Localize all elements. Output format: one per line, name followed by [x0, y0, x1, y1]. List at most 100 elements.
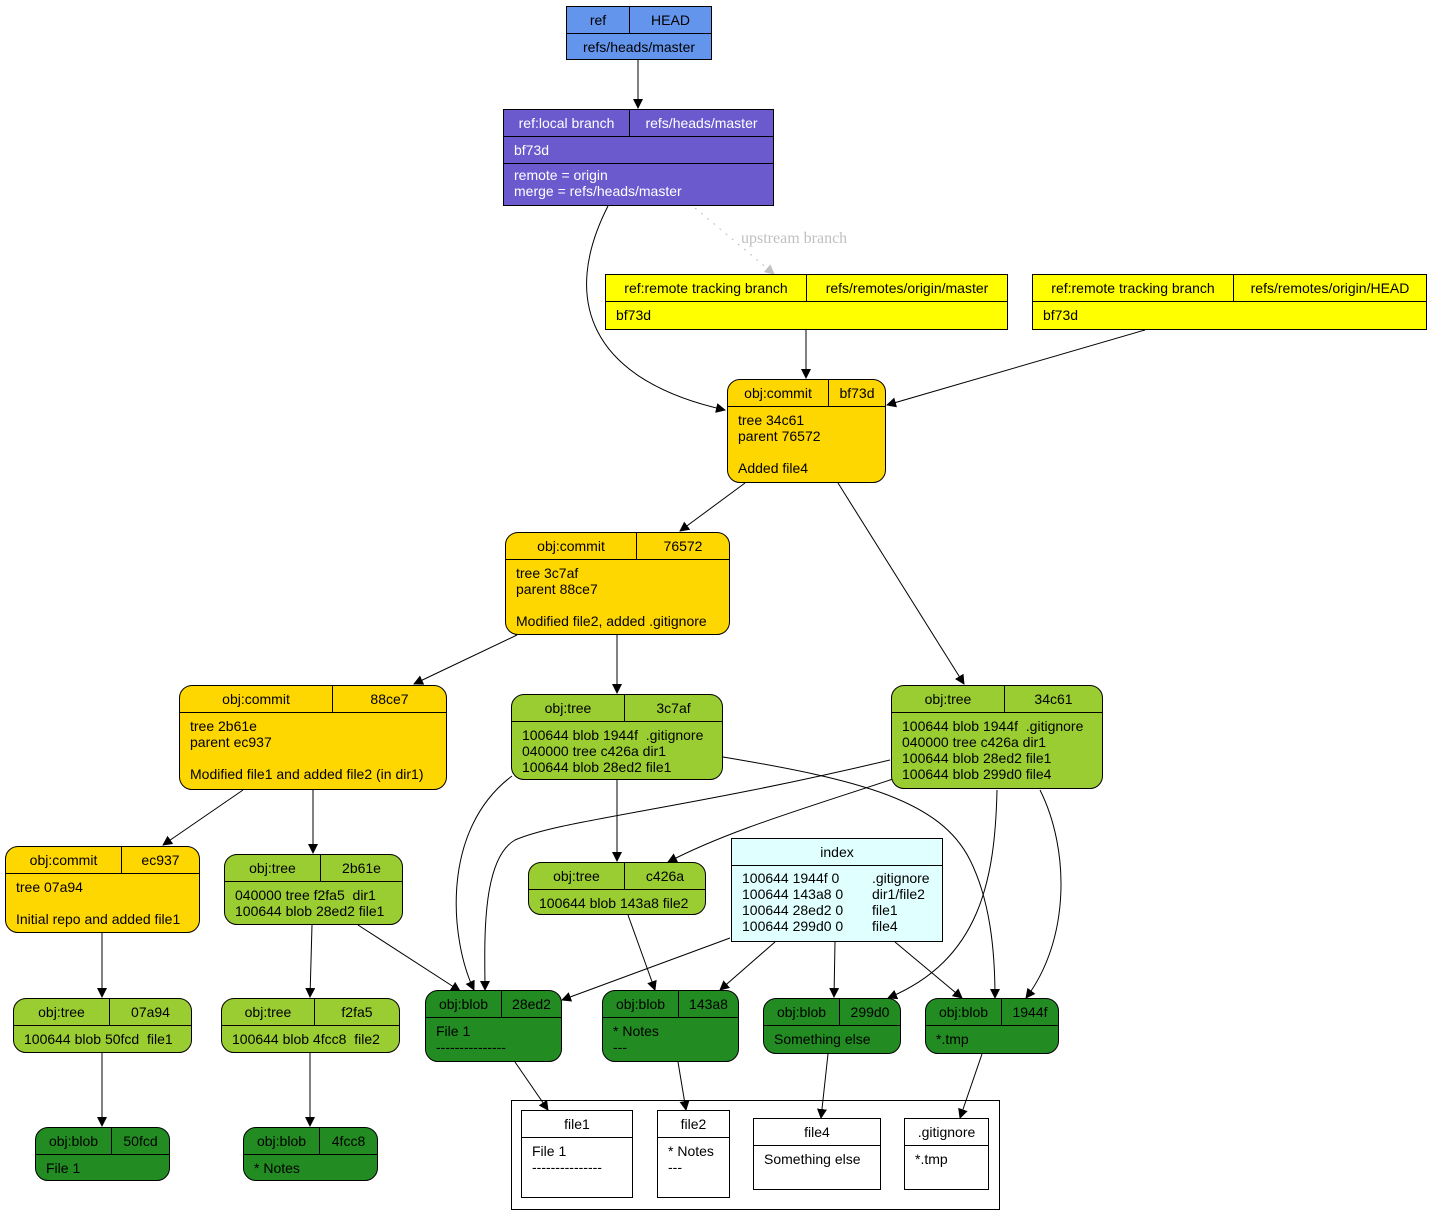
- edge-88ce7-to-ec937: [162, 789, 244, 846]
- tree-f2fa5-label: obj:tree: [244, 1004, 292, 1020]
- upstream-edge-label: upstream branch: [741, 230, 848, 247]
- local-branch-name: refs/heads/master: [629, 110, 773, 136]
- blob-1944f-hash: 1944f: [1001, 999, 1058, 1025]
- commit-76572-body: tree 3c7af parent 88ce7 Modified file2, …: [516, 565, 707, 629]
- edge-index-to-blob-299d0: [829, 941, 840, 998]
- index-path: .gitignore: [872, 870, 930, 886]
- blob-143a8-node[interactable]: obj:blob 143a8 * Notes ---: [602, 990, 739, 1062]
- head-ref-label: ref: [589, 12, 607, 28]
- remote-master-hash: bf73d: [616, 307, 652, 323]
- gitignore-node[interactable]: .gitignore *.tmp: [904, 1118, 989, 1190]
- edge-blob-143a8-to-file2: [677, 1061, 690, 1111]
- local-branch-label: ref:local branch: [518, 115, 615, 131]
- gitignore-content: *.tmp: [915, 1151, 948, 1167]
- blob-299d0-content: Something else: [774, 1031, 871, 1047]
- file4-node[interactable]: file4 Something else: [753, 1118, 881, 1190]
- head-ref-node[interactable]: ref HEAD refs/heads/master: [566, 6, 712, 60]
- blob-28ed2-hash: 28ed2: [501, 991, 561, 1017]
- edge-remote-head-to-commit: [886, 329, 1146, 408]
- edge-34c61-to-blob-1944f: [1025, 789, 1062, 999]
- tree-2b61e-label: obj:tree: [249, 860, 296, 876]
- index-node[interactable]: index 100644 1944f 0.gitignore 100644 14…: [731, 838, 943, 942]
- index-entry: 100644 143a8 0: [742, 886, 844, 902]
- edge-2b61e-to-blob-28ed2: [357, 924, 461, 992]
- tree-07a94-label: obj:tree: [38, 1004, 85, 1020]
- tree-34c61-body: 100644 blob 1944f .gitignore 040000 tree…: [902, 718, 1084, 782]
- edge-index-to-blob-143a8: [719, 941, 776, 991]
- tree-07a94-hash: 07a94: [109, 999, 191, 1025]
- tree-c426a-body: 100644 blob 143a8 file2: [539, 895, 689, 911]
- remote-master-label: ref:remote tracking branch: [624, 280, 788, 296]
- edge-76572-to-88ce7: [413, 634, 518, 685]
- remote-head-hash: bf73d: [1043, 307, 1079, 323]
- edge-upstream-branch: [694, 207, 775, 275]
- file1-name: file1: [564, 1116, 590, 1132]
- remote-head-name: refs/remotes/origin/HEAD: [1233, 275, 1426, 301]
- edge-index-to-blob-28ed2: [561, 937, 731, 1002]
- file1-node[interactable]: file1 File 1 ---------------: [521, 1110, 633, 1198]
- commit-ec937-hash: ec937: [121, 847, 199, 873]
- file2-content: * Notes ---: [668, 1143, 714, 1175]
- edge-blob-299d0-to-file4: [817, 1053, 829, 1119]
- index-entry: 100644 299d0 0: [742, 918, 844, 934]
- blob-50fcd-content: File 1: [46, 1160, 81, 1176]
- blob-143a8-label: obj:blob: [615, 996, 666, 1012]
- edge-2b61e-to-f2fa5: [305, 924, 316, 998]
- file1-content: File 1 ---------------: [532, 1143, 602, 1175]
- blob-4fcc8-node[interactable]: obj:blob 4fcc8 * Notes: [243, 1127, 378, 1181]
- index-path: dir1/file2: [872, 886, 925, 902]
- tree-34c61-node[interactable]: obj:tree 34c61 100644 blob 1944f .gitigno…: [891, 685, 1103, 789]
- tree-f2fa5-hash: f2fa5: [314, 999, 399, 1025]
- edge-c426a-to-blob-143a8: [627, 914, 657, 991]
- head-ref-target: refs/heads/master: [582, 39, 696, 55]
- index-path: file4: [872, 918, 898, 934]
- tree-34c61-hash: 34c61: [1004, 686, 1102, 712]
- blob-143a8-content: * Notes ---: [613, 1023, 659, 1055]
- file2-node[interactable]: file2 * Notes ---: [657, 1110, 730, 1198]
- tree-34c61-label: obj:tree: [924, 691, 972, 707]
- commit-ec937-body: tree 07a94 Initial repo and added file1: [16, 879, 181, 927]
- tree-2b61e-body: 040000 tree f2fa5 dir1 100644 blob 28ed2…: [235, 887, 385, 919]
- commit-88ce7-label: obj:commit: [222, 691, 290, 707]
- file2-name: file2: [680, 1116, 707, 1132]
- edge-blob-28ed2-to-file1: [514, 1061, 549, 1111]
- edge-34c61-to-blob-299d0: [887, 789, 998, 1000]
- edge-34c61-to-c426a: [667, 774, 906, 863]
- working-tree-cluster: [511, 1100, 1000, 1210]
- commit-bf73d-label: obj:commit: [744, 385, 812, 401]
- blob-143a8-hash: 143a8: [678, 991, 738, 1017]
- index-path: file1: [872, 902, 898, 918]
- blob-1944f-label: obj:blob: [938, 1004, 989, 1020]
- tree-3c7af-hash: 3c7af: [624, 695, 722, 721]
- file4-name: file4: [804, 1124, 830, 1140]
- tree-07a94-node[interactable]: obj:tree 07a94 100644 blob 50fcd file1: [13, 998, 192, 1053]
- blob-28ed2-label: obj:blob: [438, 996, 489, 1012]
- blob-4fcc8-content: * Notes: [254, 1160, 300, 1176]
- tree-c426a-hash: c426a: [624, 863, 705, 889]
- edge-blob-1944f-to-gitignore: [958, 1053, 983, 1119]
- edge-bf73d-to-tree-34c61: [837, 482, 965, 685]
- commit-88ce7-body: tree 2b61e parent ec937 Modified file1 a…: [190, 718, 424, 782]
- tree-07a94-body: 100644 blob 50fcd file1: [24, 1031, 173, 1047]
- head-ref-name: HEAD: [629, 7, 711, 33]
- blob-4fcc8-hash: 4fcc8: [319, 1128, 377, 1154]
- local-branch-hash: bf73d: [514, 142, 550, 158]
- gitignore-name: .gitignore: [917, 1124, 976, 1140]
- blob-4fcc8-label: obj:blob: [256, 1133, 307, 1149]
